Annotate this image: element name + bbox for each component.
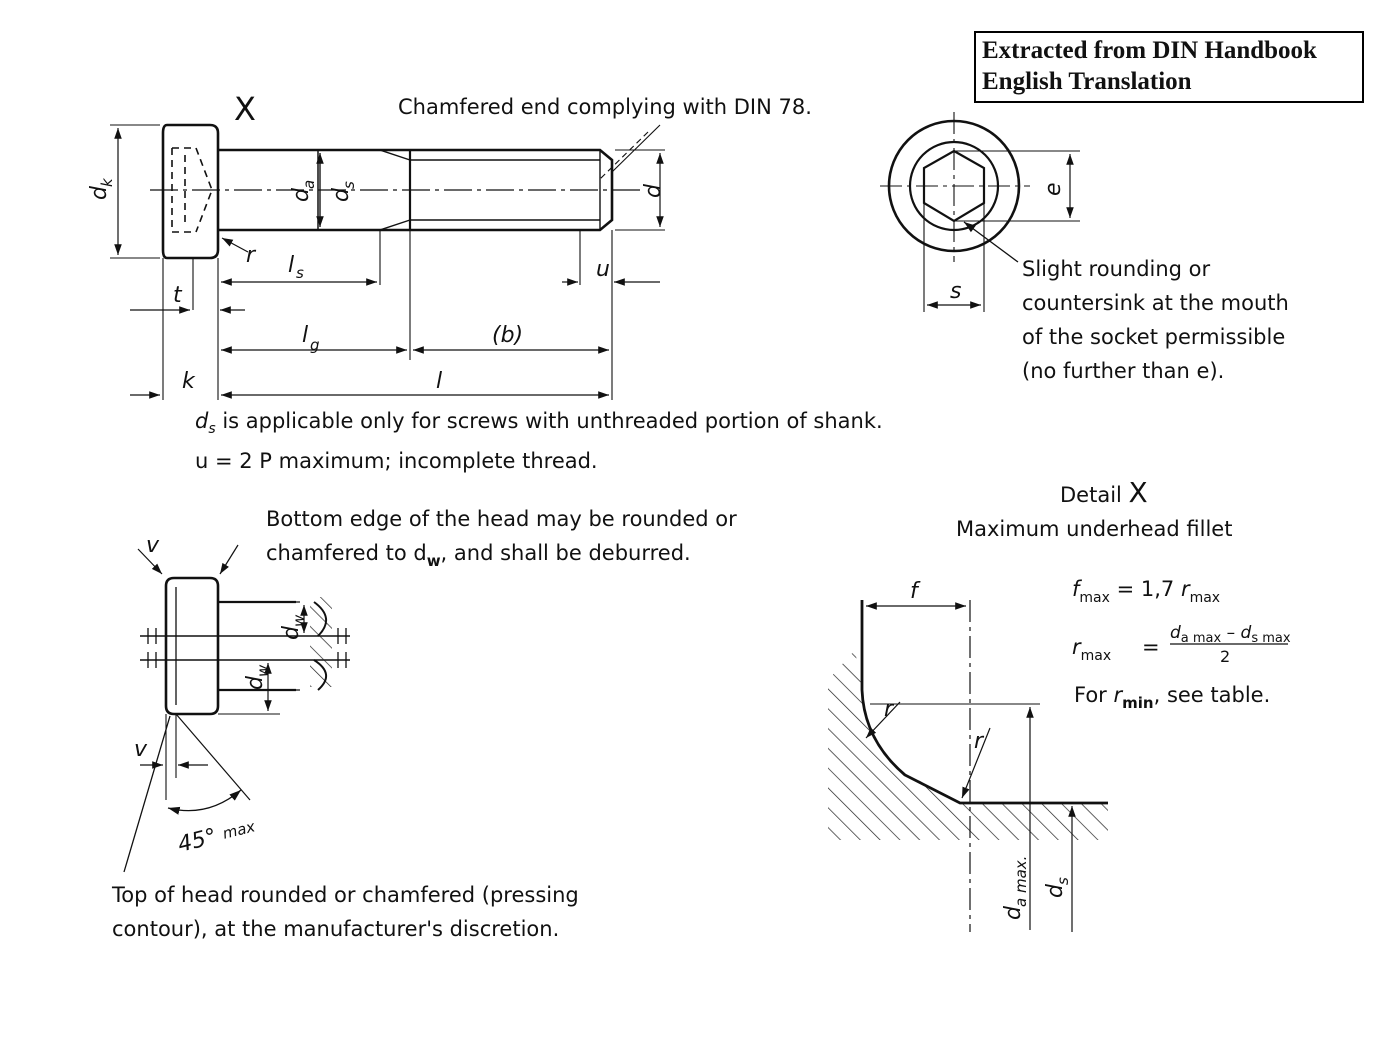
end-view-labels: e s Slight rounding or countersink at th… [950, 182, 1289, 383]
detail-x-labels: Detail X Maximum underhead fillet f r r … [884, 476, 1291, 920]
note-u: u = 2 P maximum; incomplete thread. [195, 449, 598, 473]
angle-45-max: 45° [175, 824, 219, 858]
svg-text:w: w [290, 614, 308, 627]
svg-text:max: max [221, 817, 257, 842]
hatched-region [828, 650, 1108, 840]
svg-text:s: s [296, 264, 304, 282]
socket-note-line4: (no further than e). [1022, 359, 1224, 383]
head-view-labels: Bottom edge of the head may be rounded o… [111, 507, 737, 941]
head-bottom-note-line2: contour), at the manufacturer's discreti… [112, 917, 559, 941]
dim-dk: d [87, 185, 112, 200]
dim-l: l [436, 369, 442, 394]
socket-hidden-lines [171, 147, 213, 233]
dim-v-bottom: v [134, 737, 148, 762]
formula-rmax-denominator: 2 [1220, 647, 1230, 666]
svg-text:g: g [310, 336, 320, 354]
svg-text:k: k [98, 177, 116, 187]
head-view [123, 544, 350, 873]
dim-e: e [1041, 182, 1066, 196]
dim-s: s [950, 279, 961, 304]
dim-dw-upper: d [279, 625, 304, 640]
detail-x-title: Detail X [1060, 476, 1148, 509]
socket-note-line2: countersink at the mouth [1022, 291, 1289, 315]
formula-rmax-numerator: da max – ds max [1170, 623, 1291, 646]
dim-da: d [289, 187, 314, 202]
screw-head-outline [161, 123, 220, 260]
din-label-line1: Extracted from DIN Handbook [982, 37, 1317, 64]
end-view [880, 112, 1080, 312]
svg-text:a: a [300, 180, 318, 189]
svg-text:s: s [1054, 877, 1072, 885]
dim-v-top: v [146, 533, 160, 558]
detail-x-marker: X [234, 90, 256, 128]
dim-lg: l [302, 323, 308, 348]
dim-ds: d [329, 187, 354, 202]
svg-text:a max.: a max. [1012, 856, 1030, 907]
detail-x-subtitle: Maximum underhead fillet [956, 517, 1232, 541]
formula-rmin: For rmin, see table. [1074, 683, 1270, 712]
formula-rmax-eq: = [1142, 635, 1160, 659]
main-view-labels: X Chamfered end complying with DIN 78. d… [87, 90, 883, 473]
dim-u: u [596, 257, 610, 282]
din-handbook-label: Extracted from DIN Handbook English Tran… [974, 31, 1364, 103]
detail-x-view [828, 600, 1288, 932]
dim-r-left: r [884, 697, 895, 722]
note-ds: ds is applicable only for screws with un… [195, 409, 883, 437]
head-bottom-note-line1: Top of head rounded or chamfered (pressi… [111, 883, 579, 907]
dim-r: r [246, 243, 257, 268]
socket-note-line1: Slight rounding or [1022, 257, 1211, 281]
dim-t: t [173, 283, 183, 308]
dim-f: f [910, 579, 921, 604]
dim-k: k [182, 369, 196, 394]
dim-ds-detail: d [1043, 883, 1068, 898]
chamfer-note: Chamfered end complying with DIN 78. [398, 95, 812, 119]
dim-d: d [641, 183, 666, 198]
head-note-line1: Bottom edge of the head may be rounded o… [266, 507, 737, 531]
dim-dw-lower: d [243, 675, 268, 690]
dim-da-max: d [1001, 905, 1026, 920]
head-note-line2: chamfered to dw, and shall be deburred. [266, 541, 691, 570]
din-label-line2: English Translation [982, 68, 1192, 95]
socket-note-line3: of the socket permissible [1022, 325, 1285, 349]
svg-text:s: s [340, 181, 358, 189]
svg-text:w: w [254, 664, 272, 677]
main-side-view [110, 123, 665, 400]
dim-ls: l [288, 253, 294, 278]
formula-rmax-lhs: rmax [1072, 635, 1111, 664]
dim-r-right: r [974, 729, 985, 754]
formula-fmax: fmax = 1,7 rmax [1072, 577, 1220, 606]
dim-b: (b) [492, 323, 523, 348]
